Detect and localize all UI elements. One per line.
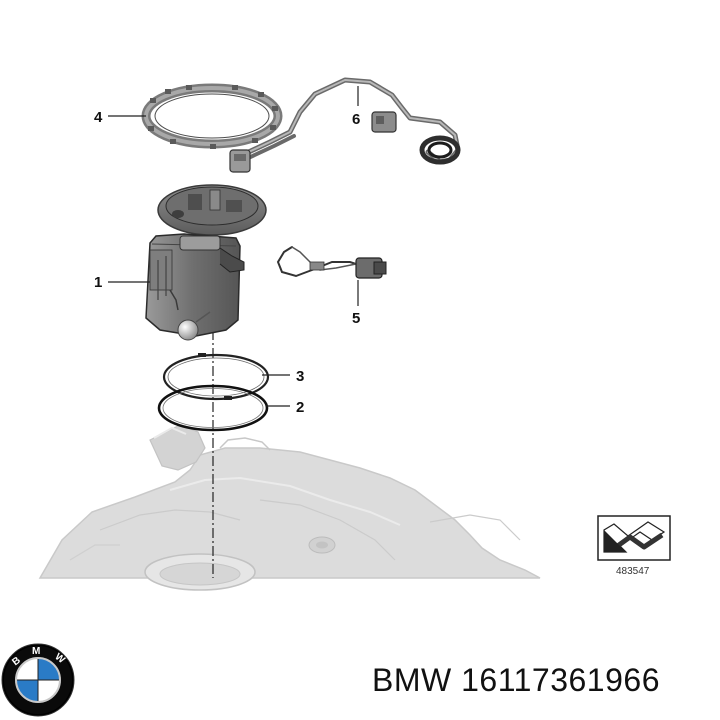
wiring-harness-part [276, 246, 387, 279]
part-number-label: BMW 16117361966 [372, 662, 660, 698]
leader-lines [108, 86, 359, 407]
o-ring-part [157, 384, 269, 432]
bmw-roundel-icon: B M W [1, 643, 75, 717]
reference-code: 483547 [616, 566, 650, 577]
locking-ring-part [141, 83, 283, 149]
callout-2: 2 [296, 399, 304, 416]
callout-6: 6 [352, 111, 360, 128]
fuel-line-part [229, 77, 461, 173]
callout-3: 3 [296, 368, 304, 385]
svg-text:M: M [32, 646, 40, 657]
fuel-tank-ghost [38, 424, 541, 591]
fuel-pump-module-part [145, 184, 267, 341]
seal-ring-part [162, 353, 270, 401]
arrow-plate-icon [597, 515, 671, 561]
callout-5: 5 [352, 310, 360, 327]
callout-1: 1 [94, 274, 102, 291]
callout-4: 4 [94, 109, 103, 126]
